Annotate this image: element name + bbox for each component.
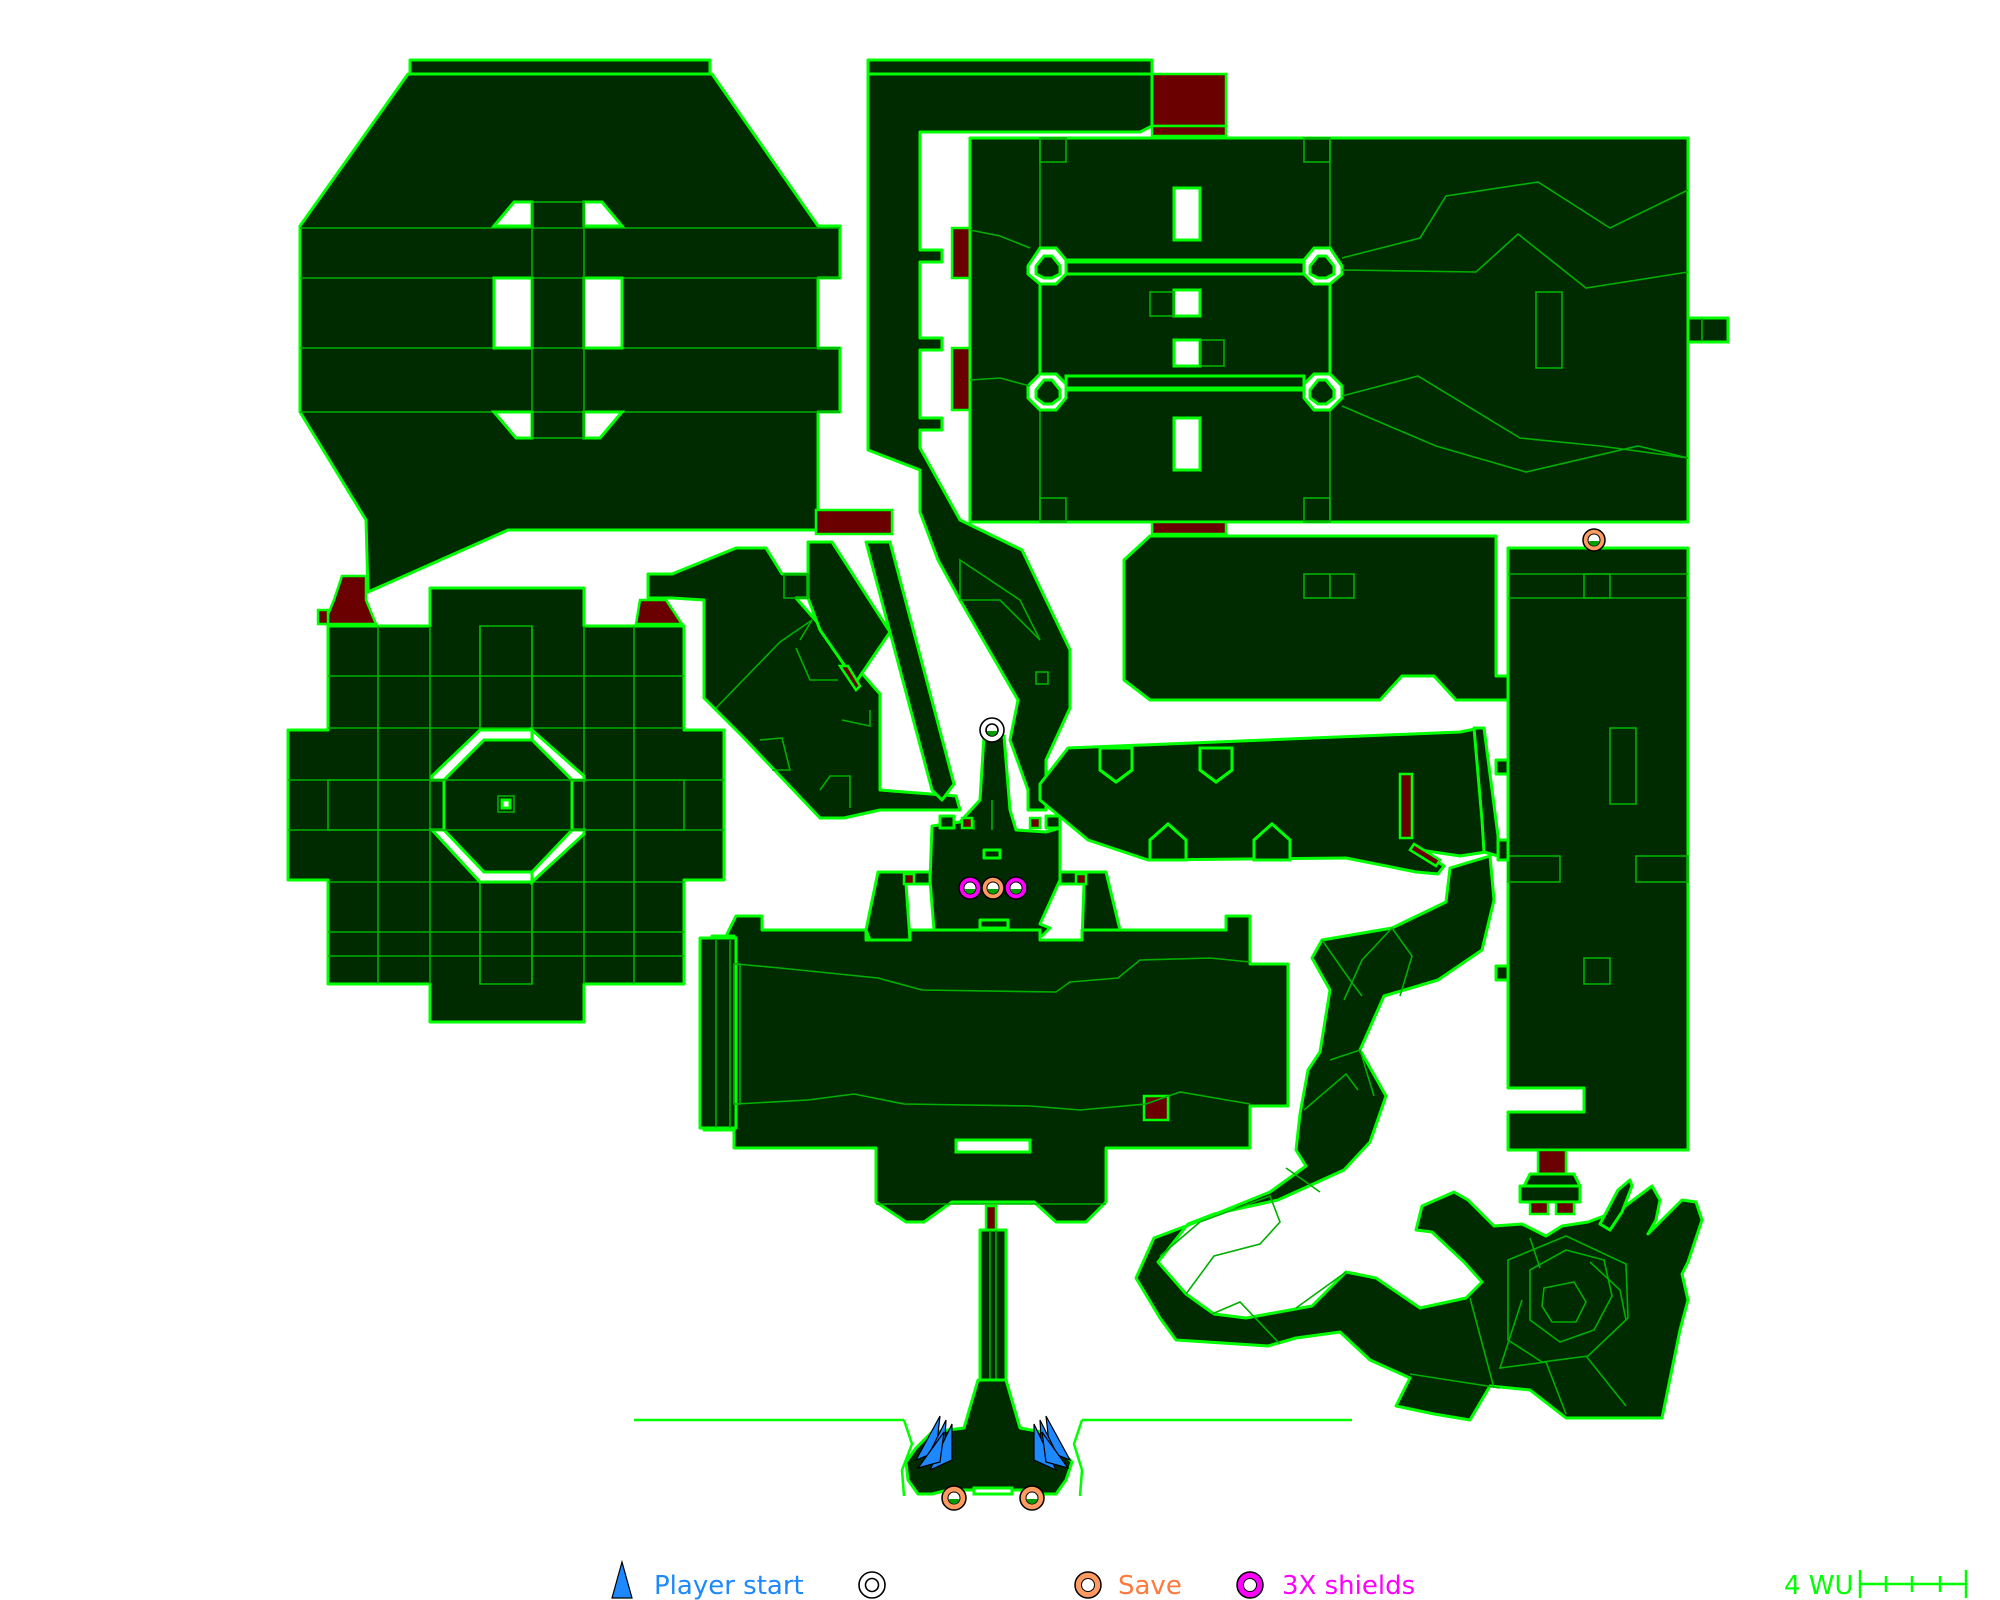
save-point <box>1019 1485 1045 1511</box>
save-point <box>1582 528 1606 552</box>
legend-player-start-label: Player start <box>654 1571 804 1600</box>
east-cave-passage <box>1038 726 1510 876</box>
player-start-group-right <box>1033 1415 1072 1472</box>
goal-marker <box>979 717 1005 743</box>
player-start-group-left <box>914 1415 953 1472</box>
blue-arrowhead-icon <box>611 1559 633 1599</box>
legend-shields-label: 3X shields <box>1282 1571 1415 1600</box>
concentric-ring-icon <box>858 1571 886 1599</box>
legend-scale-label: 4 WU <box>1784 1571 1854 1600</box>
northwest-hall <box>298 58 842 594</box>
save-point <box>981 876 1005 900</box>
northeast-hall <box>968 136 1730 536</box>
save-point <box>941 1485 967 1511</box>
magenta-ring-icon <box>1236 1571 1264 1599</box>
legend-save-label: Save <box>1118 1571 1182 1600</box>
east-central-room <box>1122 534 1510 702</box>
shields-pickup <box>1004 876 1028 900</box>
central-main-hall <box>698 914 1290 1232</box>
orange-ring-icon <box>1074 1571 1102 1599</box>
legend: Player start Save 3X shields 4 WU <box>611 1559 1968 1600</box>
shields-pickup <box>958 876 982 900</box>
north-corridor <box>866 58 1228 812</box>
east-tall-hall <box>1494 546 1690 1152</box>
southeast-winding-cave <box>1134 854 1704 1422</box>
south-spire <box>634 1228 1352 1497</box>
scale-bar-icon <box>1858 1570 1968 1598</box>
diagonal-annex <box>646 508 962 820</box>
west-cross-hall <box>286 574 726 1024</box>
